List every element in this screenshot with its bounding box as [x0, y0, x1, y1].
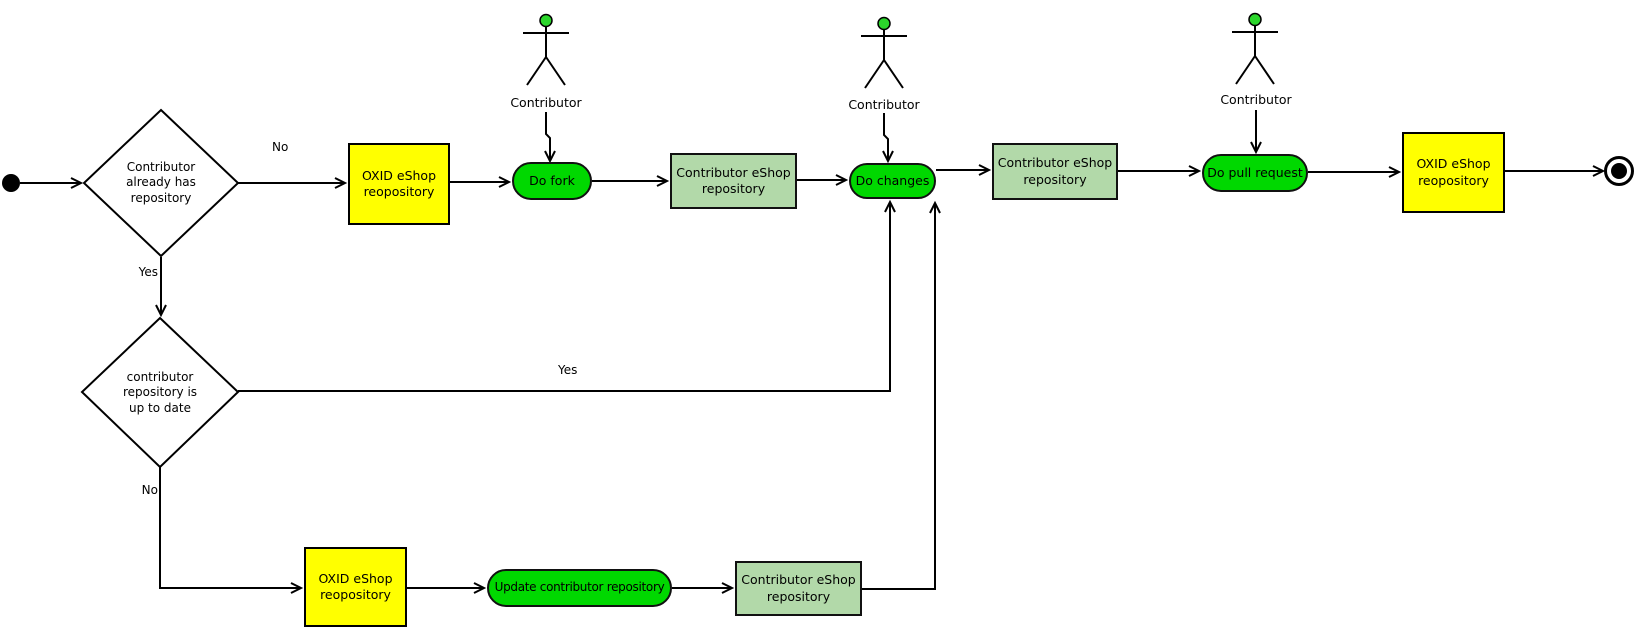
actor-head-icon	[539, 13, 553, 28]
edge-label-no-bottom: No	[141, 483, 158, 497]
actor-head-icon	[877, 16, 891, 31]
edge-actor-to-do-changes	[882, 113, 894, 164]
edge-decision2-no-to-oxid-bottom	[159, 467, 304, 594]
actor-changes-figure	[861, 16, 907, 89]
do-changes-action: Do changes	[849, 163, 936, 199]
edge-label-yes-mid: Yes	[558, 363, 578, 377]
actor-pull-figure	[1232, 12, 1278, 85]
oxid-repo-top-box: OXID eShop reopository	[348, 143, 450, 225]
do-pull-request-action: Do pull request	[1202, 154, 1308, 192]
edge-label-yes-top: Yes	[138, 265, 158, 279]
oxid-repo-right-box: OXID eShop reopository	[1402, 132, 1505, 213]
start-node	[2, 174, 20, 192]
decision-has-repo-label: Contributor already has repository	[126, 159, 196, 205]
contributor-repo-right-box: Contributor eShop repository	[992, 143, 1118, 200]
decision-has-repo-shape	[82, 108, 240, 258]
update-contributor-repo-action: Update contributor repository	[487, 569, 672, 607]
contributor-repo-bottom-box: Contributor eShop repository	[735, 561, 862, 616]
do-fork-action: Do fork	[512, 162, 592, 200]
edge-decision2-yes-to-do-changes	[238, 199, 896, 392]
actor-head-icon	[1248, 12, 1262, 27]
edge-label-no-top: No	[272, 140, 289, 154]
decision-up-to-date-label: contributor repository is up to date	[122, 369, 198, 415]
actor-fork-figure	[523, 13, 569, 86]
actor-changes-label: Contributor	[848, 97, 920, 112]
oxid-repo-bottom-box: OXID eShop reopository	[304, 547, 407, 627]
edge-actor-to-do-fork	[544, 112, 556, 164]
actor-fork-label: Contributor	[510, 95, 582, 110]
actor-pull-label: Contributor	[1220, 92, 1292, 107]
edge-contrib-repo-bottom-to-do-changes	[862, 200, 941, 590]
contributor-repo-top-box: Contributor eShop repository	[670, 153, 797, 209]
end-node	[1604, 156, 1634, 186]
